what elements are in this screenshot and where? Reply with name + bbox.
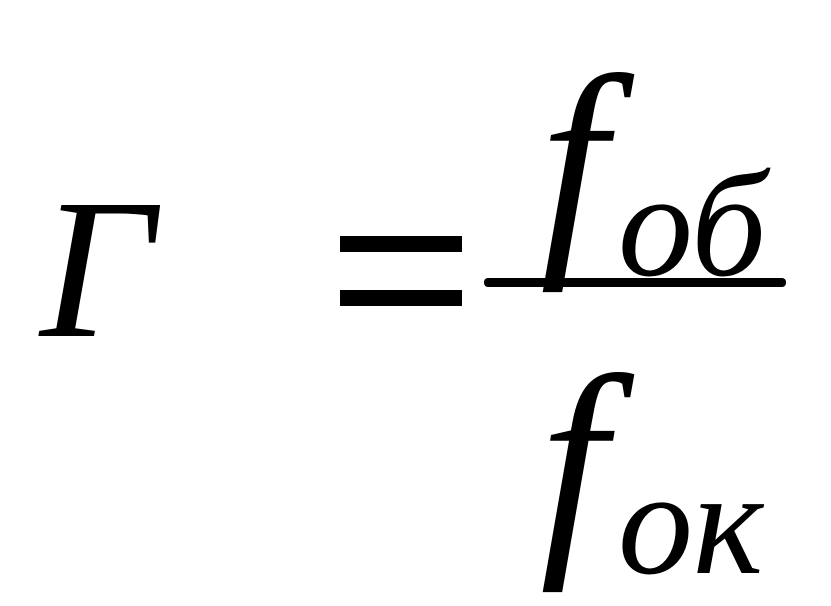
equals-sign-bottom-bar [340, 290, 462, 306]
fraction-bar [484, 278, 786, 287]
equals-sign-top-bar [340, 236, 462, 252]
denominator-subscript: ок [618, 448, 763, 598]
numerator-symbol: f [540, 40, 607, 280]
formula-lhs-gamma: Г [40, 170, 154, 370]
denominator-symbol: f [540, 340, 607, 580]
